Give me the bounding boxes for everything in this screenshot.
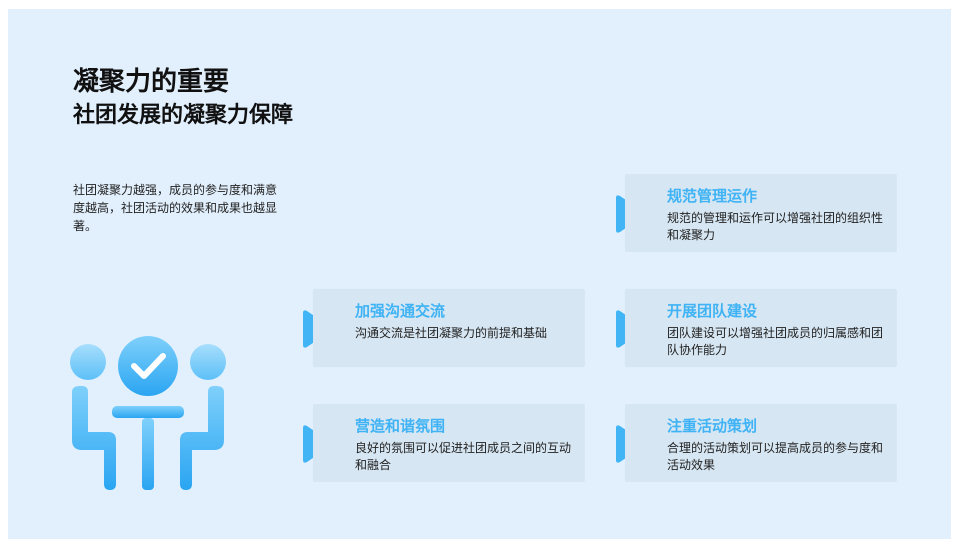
card-management: 规范管理运作 规范的管理和运作可以增强社团的组织性和凝聚力 [625,174,897,252]
team-meeting-check-icon [70,336,226,490]
card-team-building: 开展团队建设 团队建设可以增强社团成员的归属感和团队协作能力 [625,289,897,367]
card-communication: 加强沟通交流 沟通交流是社团凝聚力的前提和基础 [313,289,585,367]
card-title: 规范管理运作 [667,187,758,205]
card-title: 开展团队建设 [667,302,758,320]
card-desc: 团队建设可以增强社团成员的归属感和团队协作能力 [667,326,884,357]
slide-title: 凝聚力的重要 [73,67,230,97]
card-title: 营造和谐氛围 [355,417,446,435]
card-activity-planning: 注重活动策划 合理的活动策划可以提高成员的参与度和活动效果 [625,404,897,482]
intro-text: 社团凝聚力越强，成员的参与度和满意度越高，社团活动的效果和成果也越显著。 [73,183,278,233]
card-desc: 合理的活动策划可以提高成员的参与度和活动效果 [667,441,884,472]
card-title: 加强沟通交流 [355,302,446,320]
card-title: 注重活动策划 [667,417,758,435]
card-desc: 沟通交流是社团凝聚力的前提和基础 [355,326,548,340]
slide-subtitle: 社团发展的凝聚力保障 [73,103,294,128]
slide: 凝聚力的重要 社团发展的凝聚力保障 社团凝聚力越强，成员的参与度和满意度越高，社… [8,9,951,539]
card-desc: 良好的氛围可以促进社团成员之间的互动和融合 [355,441,572,472]
card-atmosphere: 营造和谐氛围 良好的氛围可以促进社团成员之间的互动和融合 [313,404,585,482]
card-desc: 规范的管理和运作可以增强社团的组织性和凝聚力 [667,211,884,242]
